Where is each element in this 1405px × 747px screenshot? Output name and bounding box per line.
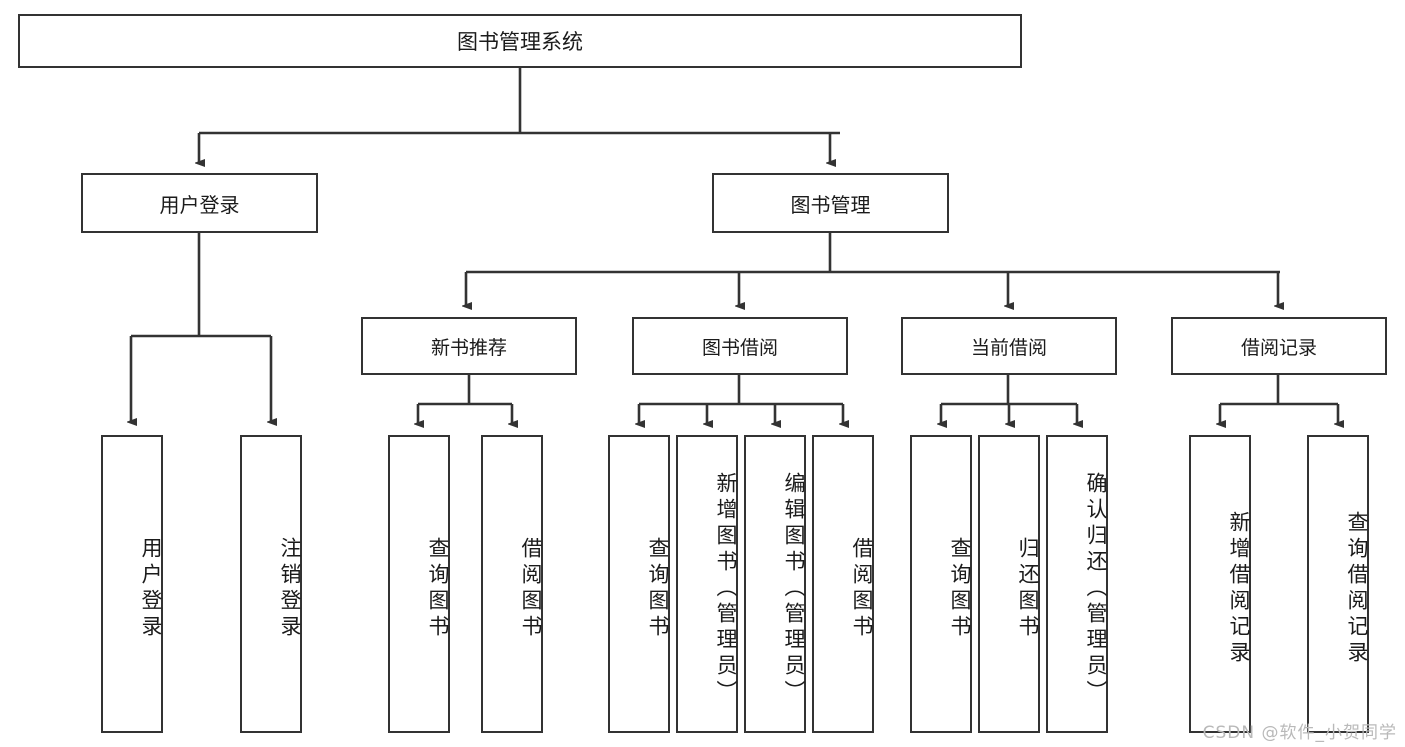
node-root-label: 图书管理系统 [457, 30, 583, 54]
leaf-label: 查询图书 [426, 537, 450, 641]
leaf-book-borrow-edit[interactable]: 编辑图书（管理员） [744, 435, 806, 733]
leaf-label: 借阅图书 [519, 537, 543, 641]
node-book-management-label: 图书管理 [790, 192, 871, 217]
node-new-book-recommend-label: 新书推荐 [430, 336, 507, 359]
leaf-label: 查询图书 [948, 537, 972, 641]
node-current-borrow-label: 当前借阅 [970, 336, 1047, 359]
leaf-new-book-query[interactable]: 查询图书 [388, 435, 450, 733]
leaf-borrow-record-query[interactable]: 查询借阅记录 [1307, 435, 1369, 733]
leaf-label: 查询借阅记录 [1345, 511, 1369, 667]
leaf-user-login-signout[interactable]: 注销登录 [240, 435, 302, 733]
node-borrow-record-label: 借阅记录 [1240, 336, 1317, 359]
leaf-current-borrow-return[interactable]: 归还图书 [978, 435, 1040, 733]
node-user-login-label: 用户登录 [159, 192, 240, 217]
leaf-borrow-record-add[interactable]: 新增借阅记录 [1189, 435, 1251, 733]
leaf-label: 用户登录 [139, 537, 163, 641]
leaf-current-borrow-query[interactable]: 查询图书 [910, 435, 972, 733]
node-borrow-record[interactable]: 借阅记录 [1171, 317, 1387, 375]
node-root[interactable]: 图书管理系统 [18, 14, 1022, 68]
leaf-label: 新增图书（管理员） [714, 472, 738, 706]
node-book-management[interactable]: 图书管理 [712, 173, 949, 233]
node-book-borrow-label: 图书借阅 [701, 336, 778, 359]
leaf-new-book-borrow[interactable]: 借阅图书 [481, 435, 543, 733]
leaf-label: 新增借阅记录 [1227, 511, 1251, 667]
leaf-book-borrow-add[interactable]: 新增图书（管理员） [676, 435, 738, 733]
leaf-book-borrow-query[interactable]: 查询图书 [608, 435, 670, 733]
leaf-user-login-signin[interactable]: 用户登录 [101, 435, 163, 733]
leaf-book-borrow-lend[interactable]: 借阅图书 [812, 435, 874, 733]
node-book-borrow[interactable]: 图书借阅 [632, 317, 848, 375]
leaf-current-borrow-confirm-return[interactable]: 确认归还（管理员） [1046, 435, 1108, 733]
leaf-label: 查询图书 [646, 537, 670, 641]
watermark: CSDN @软件_小贺同学 [1202, 723, 1397, 743]
node-new-book-recommend[interactable]: 新书推荐 [361, 317, 577, 375]
leaf-label: 注销登录 [278, 537, 302, 641]
leaf-label: 借阅图书 [850, 537, 874, 641]
node-current-borrow[interactable]: 当前借阅 [901, 317, 1117, 375]
node-user-login[interactable]: 用户登录 [81, 173, 318, 233]
leaf-label: 归还图书 [1016, 537, 1040, 641]
leaf-label: 编辑图书（管理员） [782, 472, 806, 706]
leaf-label: 确认归还（管理员） [1084, 472, 1108, 706]
